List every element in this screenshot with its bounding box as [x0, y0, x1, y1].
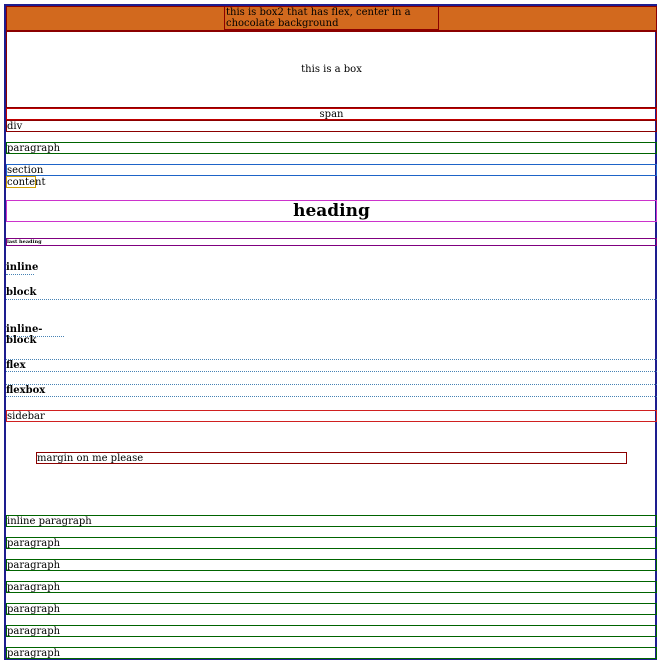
paragraph-box-2: paragraph: [6, 559, 657, 571]
content-box: content: [6, 176, 46, 188]
paragraph-box-3: paragraph: [6, 581, 657, 593]
paragraph-box-5: paragraph: [6, 625, 657, 637]
inline-paragraph-box: inline paragraph: [6, 515, 657, 527]
display-flex: flex: [6, 359, 657, 372]
last-heading: last heading: [6, 238, 657, 246]
span-box: span: [6, 108, 657, 120]
paragraph-box: paragraph: [6, 142, 657, 154]
left-marker: [4, 494, 6, 506]
margin-box: margin on me please: [36, 452, 627, 464]
paragraph-box-1: paragraph: [6, 537, 657, 549]
sidebar-box: sidebar: [6, 410, 657, 422]
paragraph-box-6: paragraph: [6, 647, 657, 659]
display-inline: inline: [6, 262, 39, 275]
box2-text: this is box2 that has flex, center in a …: [224, 6, 439, 30]
display-flexbox: flexbox: [6, 384, 657, 397]
box-text: this is a box: [301, 64, 362, 75]
heading: heading: [6, 200, 657, 222]
div-box: div: [6, 120, 657, 132]
display-inline-block: inline-block: [6, 324, 64, 346]
display-block: block: [6, 287, 657, 300]
section-box: section: [6, 164, 657, 176]
page-frame: [4, 4, 657, 660]
paragraph-box-4: paragraph: [6, 603, 657, 615]
box: this is a box: [6, 31, 657, 108]
